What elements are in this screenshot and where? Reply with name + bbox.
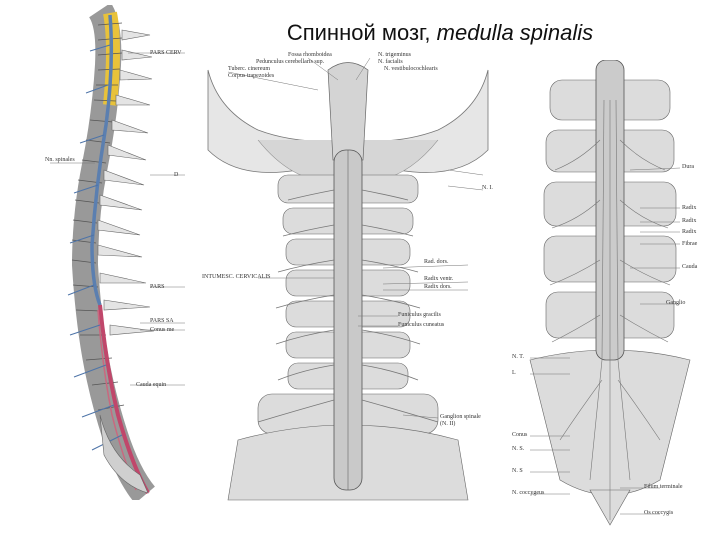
label-fibrae: Fibrae bbox=[682, 241, 698, 247]
label-pars-cervicalis: PARS CERV bbox=[150, 50, 182, 56]
label-dura: Dura bbox=[682, 164, 694, 170]
lateral-spine-illustration bbox=[50, 2, 185, 504]
label-radix-ventralis: Radix ventr. bbox=[424, 276, 454, 282]
label-pedunculus: Pedunculus cerebellaris sup. bbox=[256, 59, 325, 65]
label-l: L bbox=[512, 370, 516, 376]
label-radix-3: Radix bbox=[682, 229, 697, 235]
label-nn-spinales: Nn. spinales bbox=[45, 157, 75, 163]
label-funiculus-cuneatus: Funiculus cuneatus bbox=[398, 322, 445, 328]
title-russian: Спинной мозг, bbox=[286, 20, 431, 45]
middle-cervical-figure: Fossa rhomboidea Pedunculus cerebellaris… bbox=[198, 50, 498, 505]
label-n-t: N. T. bbox=[512, 354, 524, 360]
label-n-trigeminus: N. trigeminus bbox=[378, 52, 411, 58]
label-pars-lumbalis: PARS bbox=[150, 284, 165, 290]
label-radix-dorsalis: Radix dors. bbox=[424, 284, 452, 290]
label-n-s-1: N. S. bbox=[512, 446, 525, 452]
label-n-vestibulocochlearis: N. vestibulocochlearis bbox=[384, 66, 438, 72]
label-cauda-equina: Cauda equin bbox=[136, 382, 167, 388]
label-radix-1: Radix bbox=[682, 205, 697, 211]
label-cauda: Cauda bbox=[682, 264, 698, 270]
left-spine-figure: PARS CERV Nn. spinales D PARS PARS SA Co… bbox=[40, 2, 190, 504]
label-funiculus-gracilis: Funiculus gracilis bbox=[398, 312, 441, 318]
label-n-2: (N. II) bbox=[440, 421, 456, 427]
label-pars-sacralis: PARS SA bbox=[150, 318, 174, 324]
label-filum-terminale: Filum terminale bbox=[644, 484, 683, 490]
label-n-coccygeus: N. coccygeus bbox=[512, 490, 545, 496]
label-rad-dors: Rad. dors. bbox=[424, 259, 449, 265]
lumbosacral-illustration bbox=[529, 59, 691, 526]
label-ganglion: Ganglio bbox=[666, 300, 686, 306]
slide-title: Спинной мозг, medulla spinalis bbox=[200, 20, 680, 46]
label-fossa-rhomboidea: Fossa rhomboidea bbox=[288, 52, 332, 58]
label-intumescentia-cervicalis: INTUMESC. CERVICALIS bbox=[202, 274, 271, 280]
label-corpus-trapezoides: Corpus trapezoides bbox=[228, 73, 275, 79]
label-d: D bbox=[174, 172, 179, 178]
title-latin: medulla spinalis bbox=[436, 20, 594, 45]
label-os-coccygis: Os coccygis bbox=[644, 510, 674, 516]
right-lumbosacral-figure: Dura Radix Radix Radix Fibrae Ganglio Ca… bbox=[510, 59, 710, 530]
label-n-s-2: N. S bbox=[512, 468, 523, 474]
label-conus-medullaris: Conus me bbox=[150, 327, 175, 333]
label-n-1: N. I. bbox=[482, 185, 493, 191]
cervical-cord-illustration bbox=[207, 57, 489, 501]
label-ganglion-spinale: Ganglion spinale bbox=[440, 414, 481, 420]
label-n-facialis: N. facialis bbox=[378, 59, 403, 65]
label-radix-2: Radix bbox=[682, 218, 697, 224]
label-conus: Conus bbox=[512, 432, 528, 438]
label-tuberculum: Tuberc. cinereum bbox=[228, 66, 271, 72]
